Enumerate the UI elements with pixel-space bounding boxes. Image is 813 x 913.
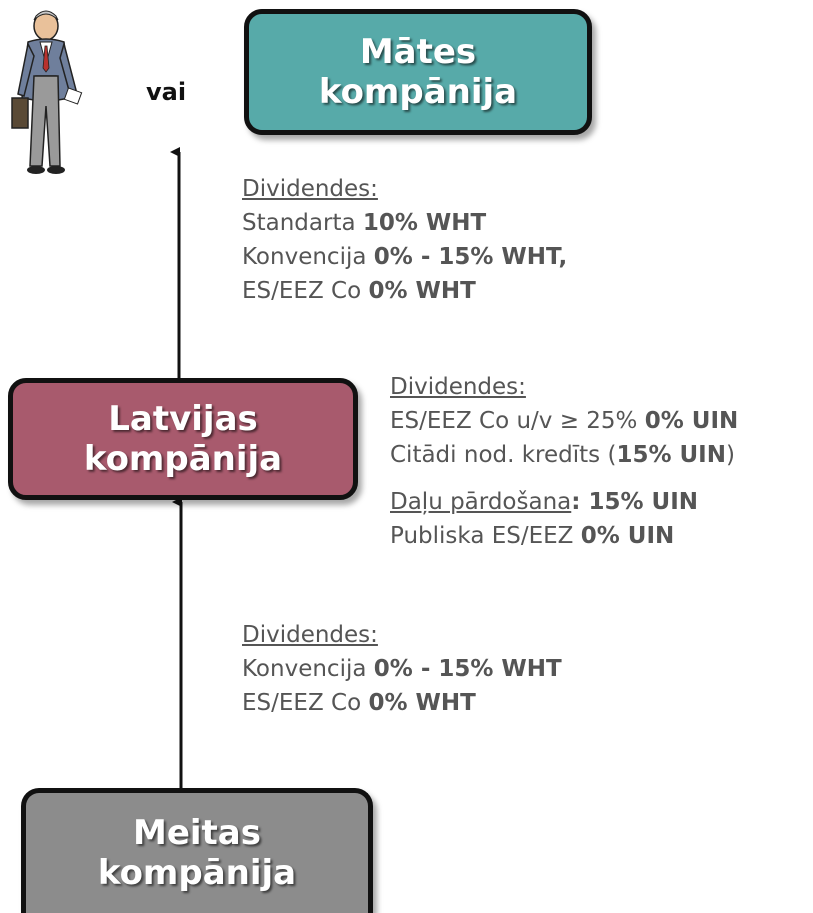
parent-company-label-line2: kompānija (318, 72, 518, 112)
parent-company-label-line1: Mātes (359, 31, 477, 72)
lower-line1-value: 0% - 15% WHT (373, 656, 562, 682)
upper-line1-value: 10% WHT (362, 210, 487, 236)
middle-dividend-note: Dividendes: ES/EEZ Co u/v ≥ 25% 0% UIN C… (390, 370, 738, 553)
upper-line-convention: Konvencija 0% - 15% WHT, (242, 240, 567, 274)
middle-line2-value: 15% UIN (616, 442, 726, 468)
latvian-company-label-line2: kompānija (83, 439, 283, 479)
middle-line2-suffix: ) (725, 442, 735, 468)
middle-line2-label: Citādi nod. kredīts ( (390, 442, 617, 468)
lower-heading: Dividendes: (242, 622, 378, 648)
middle-heading: Dividendes: (390, 374, 526, 400)
upper-line2-value: 0% - 15% WHT, (373, 244, 568, 270)
upper-line1-label: Standarta (242, 210, 363, 236)
latvian-company-label-line1: Latvijas (108, 398, 258, 439)
upper-line2-label: Konvencija (242, 244, 374, 270)
parent-company-box: Mātes kompānija (244, 9, 592, 135)
latvian-company-box: Latvijas kompānija (8, 378, 358, 500)
lower-line-eu: ES/EEZ Co 0% WHT (242, 686, 562, 720)
subsidiary-company-box: Meitas kompānija (21, 788, 373, 913)
sale-colon: : (571, 489, 589, 515)
middle-line4-value: 0% UIN (580, 523, 675, 549)
sale-value: 15% UIN (588, 489, 699, 515)
middle-line-sale: Daļu pārdošana: 15% UIN (390, 485, 738, 519)
upper-line-eu: ES/EEZ Co 0% WHT (242, 274, 567, 308)
lower-dividend-note: Dividendes: Konvencija 0% - 15% WHT ES/E… (242, 618, 562, 720)
middle-line4-label: Publiska ES/EEZ (390, 523, 581, 549)
upper-line3-label: ES/EEZ Co (242, 278, 369, 304)
subsidiary-company-label-line1: Meitas (133, 812, 261, 853)
upper-dividend-note: Dividendes: Standarta 10% WHT Konvencija… (242, 172, 567, 308)
middle-line1-label: ES/EEZ Co u/v ≥ 25% (390, 408, 645, 434)
businessman-icon (11, 10, 83, 174)
lower-line-convention: Konvencija 0% - 15% WHT (242, 652, 562, 686)
middle-line-public: Publiska ES/EEZ 0% UIN (390, 519, 738, 553)
lower-line1-label: Konvencija (242, 656, 374, 682)
middle-line-eu: ES/EEZ Co u/v ≥ 25% 0% UIN (390, 404, 738, 438)
subsidiary-company-label-line2: kompānija (97, 853, 297, 893)
middle-line1-value: 0% UIN (644, 408, 739, 434)
lower-line2-label: ES/EEZ Co (242, 690, 369, 716)
middle-line-credit: Citādi nod. kredīts (15% UIN) (390, 438, 738, 472)
sale-heading: Daļu pārdošana (390, 489, 572, 515)
upper-heading: Dividendes: (242, 176, 378, 202)
or-label: vai (146, 78, 187, 106)
upper-line-standard: Standarta 10% WHT (242, 206, 567, 240)
upper-line3-value: 0% WHT (368, 278, 476, 304)
lower-line2-value: 0% WHT (368, 690, 476, 716)
